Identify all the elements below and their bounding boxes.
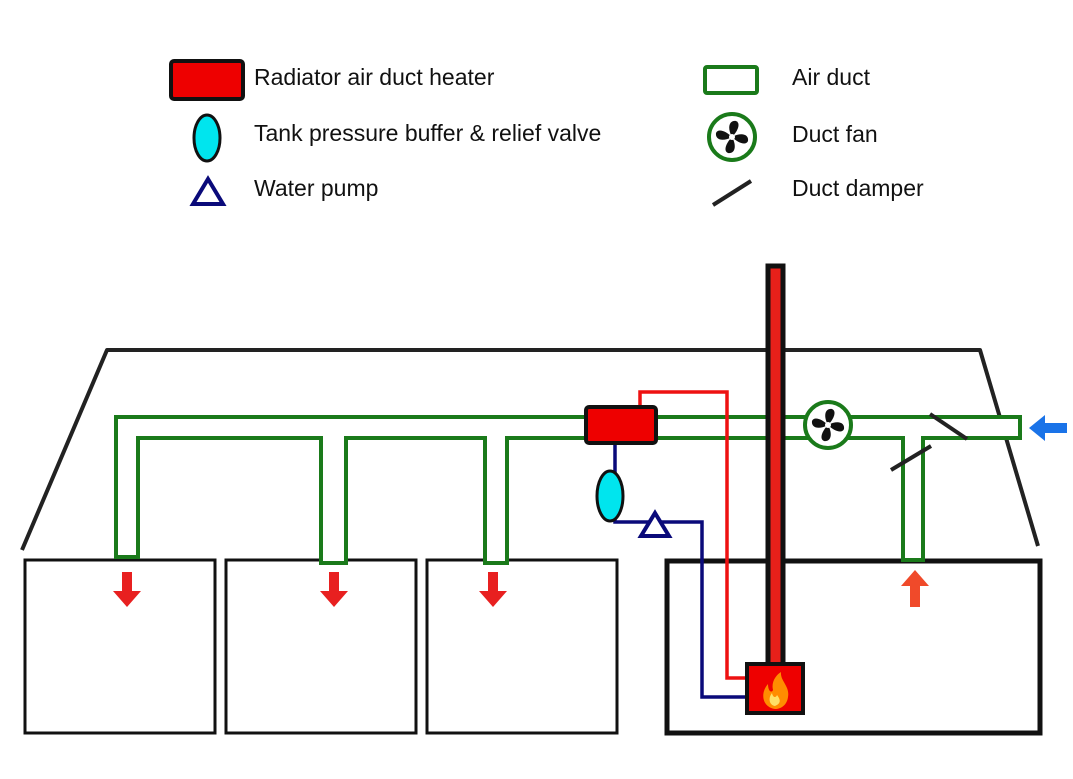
radiator-heater <box>584 405 658 445</box>
room-2 <box>224 558 418 735</box>
flame-icon <box>763 672 789 709</box>
duct-damper-return <box>889 444 933 472</box>
legend-fan-label: Duct fan <box>792 121 878 147</box>
duct-fan-icon <box>707 112 757 162</box>
supply-air-arrow <box>113 572 141 607</box>
duct-fan <box>803 400 853 450</box>
chimney-flue <box>765 263 786 669</box>
supply-air-arrow <box>479 572 507 607</box>
legend-tank-label: Tank pressure buffer & relief valve <box>254 120 602 146</box>
room-3 <box>425 558 619 735</box>
boiler-stove <box>745 662 805 715</box>
radiator-heater-icon <box>169 59 245 101</box>
pressure-tank <box>595 469 625 523</box>
room-4 <box>664 558 1043 736</box>
supply-air-arrow <box>320 572 348 607</box>
air-duct-network <box>114 415 1022 565</box>
water-pump <box>637 509 673 538</box>
return-air-arrow <box>901 570 929 607</box>
house-roof-outline <box>20 348 1040 551</box>
return-water-line <box>613 440 747 699</box>
room-1 <box>23 558 217 735</box>
water-pump-icon <box>189 175 227 206</box>
hot-water-line <box>638 390 747 680</box>
air-duct-icon <box>703 65 759 95</box>
duct-damper-icon <box>711 179 753 207</box>
duct-damper-main <box>928 412 969 441</box>
pressure-tank-icon <box>192 113 222 163</box>
legend-heater-label: Radiator air duct heater <box>254 64 495 90</box>
legend-pump-label: Water pump <box>254 175 379 201</box>
legend-duct-label: Air duct <box>792 64 870 90</box>
fresh-air-intake-arrow <box>1029 415 1067 441</box>
legend-damper-label: Duct damper <box>792 175 924 201</box>
